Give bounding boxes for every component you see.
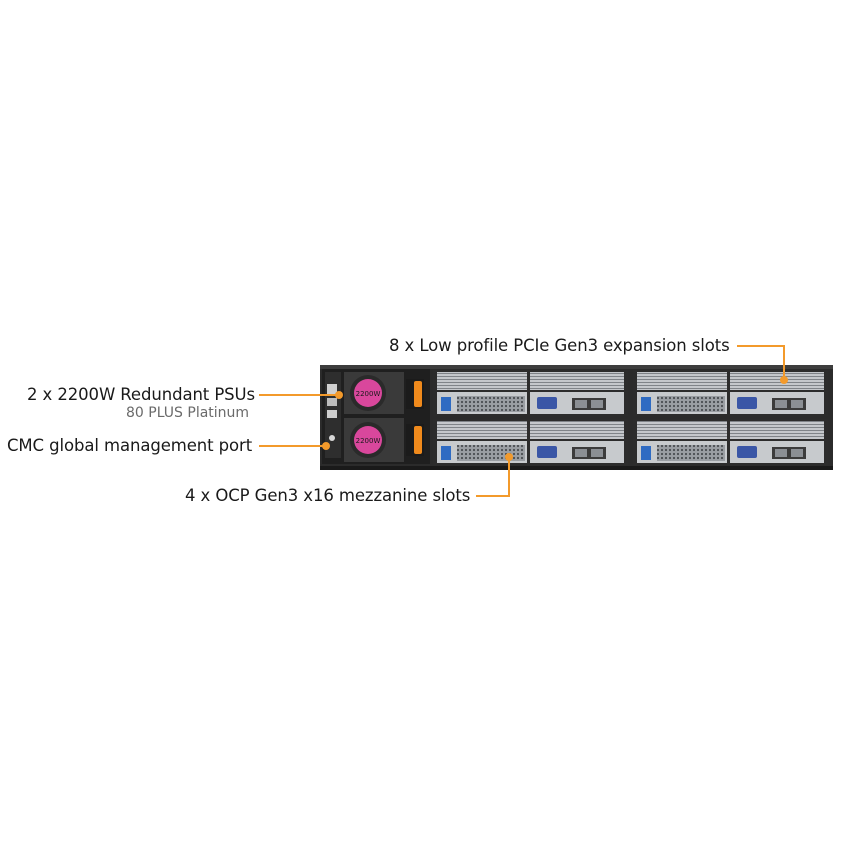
callout-dots	[322, 376, 788, 461]
node-top-right	[633, 370, 828, 416]
usb-port-icon	[441, 397, 451, 411]
psu-efficiency-label: 80 PLUS Platinum	[126, 405, 250, 421]
node-top-left	[433, 370, 628, 416]
pcie-slots-label: 8 x Low profile PCIe Gen3 expansion slot…	[389, 336, 730, 355]
usb-port-icon	[641, 446, 651, 460]
psu-unit-bottom: 2200W	[344, 418, 424, 462]
vga-port-icon	[537, 446, 557, 458]
cmc-callout-dot	[322, 442, 330, 450]
psu-handle-bottom	[414, 426, 422, 454]
ocp-slots-label: 4 x OCP Gen3 x16 mezzanine slots	[185, 486, 471, 505]
node-bottom-right	[633, 419, 828, 465]
callout-lines	[259, 345, 785, 497]
pcie-callout-line	[737, 345, 785, 379]
svg-text:2200W: 2200W	[356, 390, 381, 398]
pcie-callout-dot	[780, 376, 788, 384]
vga-port-icon	[737, 397, 757, 409]
ocp-callout-line	[476, 457, 510, 497]
psu-fan-icon	[354, 426, 382, 454]
psu-fan-icon	[354, 379, 382, 407]
psu-unit-top: 2200W	[344, 372, 424, 414]
psu-callout-dot	[335, 391, 343, 399]
psu-handle-top	[414, 381, 422, 407]
psu-label: 2 x 2200W Redundant PSUs	[27, 385, 256, 404]
node-bottom-left	[433, 419, 628, 465]
usb-port-icon	[641, 397, 651, 411]
usb-port-icon	[441, 446, 451, 460]
vga-port-icon	[537, 397, 557, 409]
ocp-callout-dot	[505, 453, 513, 461]
vga-port-icon	[737, 446, 757, 458]
cmc-port-label: CMC global management port	[7, 436, 253, 455]
svg-text:2200W: 2200W	[356, 437, 381, 445]
